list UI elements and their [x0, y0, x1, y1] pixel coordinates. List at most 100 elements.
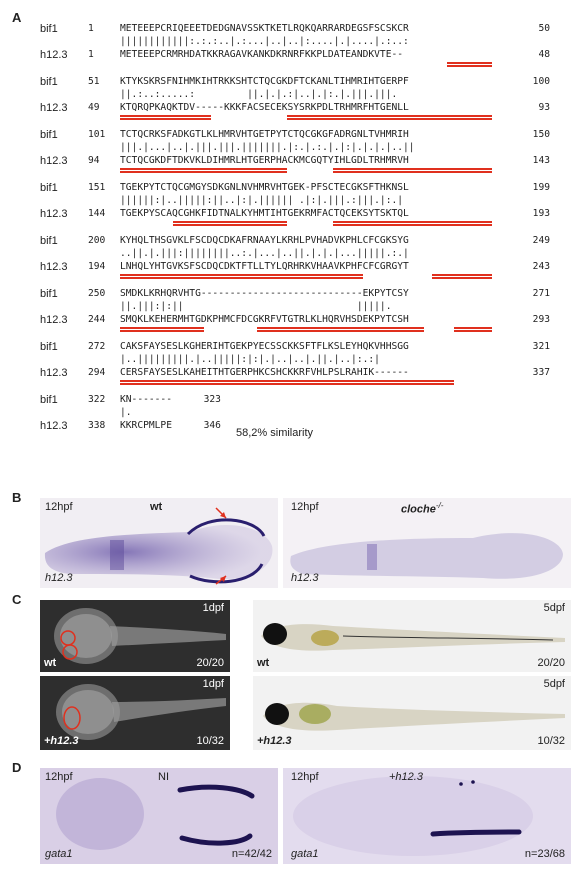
- start-position: 244: [88, 314, 106, 325]
- start-position: 294: [88, 367, 106, 378]
- zinc-finger-underline: [120, 118, 212, 120]
- sequence-text: ||||||:|..|||||:||..|:|.|||||| .|:|.|||.…: [120, 195, 404, 206]
- end-position: 93: [538, 102, 550, 113]
- c-bl-cond: +h12.3: [44, 735, 79, 747]
- zinc-finger-underline: [211, 277, 364, 279]
- c-tr-cond: wt: [257, 657, 270, 669]
- end-position: 346: [203, 420, 221, 431]
- zinc-finger-underline: [120, 171, 288, 173]
- zinc-finger-underline: [120, 383, 455, 385]
- start-position: 151: [88, 182, 106, 193]
- zinc-finger-underline: [332, 168, 493, 170]
- ni-gata1-stain: [56, 778, 255, 850]
- start-position: 200: [88, 235, 106, 246]
- d-left-cond: NI: [158, 771, 169, 783]
- b-right-genotype: cloche-/-: [401, 501, 444, 516]
- sequence-text: TGEKPYTCTQCGMGYSDKGNLNVHMRVHTGEK-PFSCTEC…: [120, 182, 409, 193]
- end-position: 271: [532, 288, 550, 299]
- end-position: 243: [532, 261, 550, 272]
- zinc-finger-underline: [173, 224, 288, 226]
- sequence-name: bif1: [40, 23, 58, 35]
- sequence-text: SMDKLKRHQRVHTG--------------------------…: [120, 288, 409, 299]
- zinc-finger-underline: [454, 330, 493, 332]
- end-position: 199: [532, 182, 550, 193]
- c-tl-stage: 1dpf: [202, 602, 224, 614]
- h12-gata1-stain: [293, 776, 533, 856]
- sequence-name: h12.3: [40, 208, 68, 220]
- b-left-probe: h12.3: [45, 572, 73, 584]
- d-right-cond: +h12.3: [389, 771, 423, 783]
- c-br-count: 10/32: [537, 735, 565, 747]
- sequence-name: h12.3: [40, 155, 68, 167]
- zinc-finger-underline: [287, 115, 493, 117]
- c-bl-stage: 1dpf: [202, 678, 224, 690]
- sequence-name: h12.3: [40, 420, 68, 432]
- zinc-finger-underline: [287, 118, 493, 120]
- zinc-finger-underline: [120, 380, 455, 382]
- start-position: 250: [88, 288, 106, 299]
- sequence-text: KTYKSKRSFNIHMKIHTRKKSHTCTQCGKDFTCKANLTIH…: [120, 76, 409, 87]
- d-left-probe: gata1: [45, 848, 73, 860]
- zinc-finger-underline: [173, 221, 288, 223]
- sequence-text: TCTQCRKSFADKGTLKLHMRVHTGETPYTCTQCGKGFADR…: [120, 129, 409, 140]
- sequence-text: ||.|||:|:|| |||||.: [120, 301, 392, 312]
- sequence-name: bif1: [40, 182, 58, 194]
- d-right-count: n=23/68: [524, 848, 565, 860]
- sequence-text: |.: [120, 407, 132, 418]
- zinc-finger-underline: [431, 274, 493, 276]
- end-position: 100: [532, 76, 550, 87]
- c-tr-count: 20/20: [537, 657, 565, 669]
- zinc-finger-underline: [120, 274, 212, 276]
- sequence-text: CAKSFAYSESLKGHERIHTGEKPYECSSCKKSFTFLKSLE…: [120, 341, 409, 352]
- zinc-finger-underline: [332, 221, 493, 223]
- d-left-count: n=42/42: [231, 848, 272, 860]
- zinc-finger-underline: [120, 277, 212, 279]
- end-position: 143: [532, 155, 550, 166]
- b-right-probe: h12.3: [291, 572, 319, 584]
- panel-c-wt-5dpf-image: 5dpf wt 20/20: [253, 600, 571, 672]
- start-position: 322: [88, 394, 106, 405]
- zinc-finger-underline: [431, 277, 493, 279]
- start-position: 101: [88, 129, 106, 140]
- sequence-text: TCTQCGKDFTDKVKLDIHMRLHTGERPHACKMCGQTYIHL…: [120, 155, 409, 166]
- end-position: 48: [538, 49, 550, 60]
- zinc-finger-underline: [120, 330, 204, 332]
- sequence-text: ||||||||||||:.:.:..|.:...|..|..|:....|.|…: [120, 36, 409, 47]
- sequence-name: bif1: [40, 76, 58, 88]
- sequence-name: bif1: [40, 129, 58, 141]
- panel-d-letter: D: [12, 760, 22, 775]
- zinc-finger-underline: [120, 115, 212, 117]
- d-right-probe: gata1: [291, 848, 319, 860]
- sequence-name: h12.3: [40, 261, 68, 273]
- start-position: 51: [88, 76, 100, 87]
- c-tr-stage: 5dpf: [543, 602, 565, 614]
- similarity-label: 58,2% similarity: [236, 427, 314, 439]
- d-right-stage: 12hpf: [291, 771, 319, 783]
- panel-c-h12-5dpf-image: 5dpf +h12.3 10/32: [253, 676, 571, 750]
- sequence-text: METEEEPCRMRHDATKKRAGAVKANKDKRNRFKKPLDATE…: [120, 49, 404, 60]
- h12-5dpf-larva: [263, 702, 565, 731]
- sequence-text: TGEKPYSCAQCGHKFIDTNALKYHMTIHTGEKRMFACTQC…: [120, 208, 409, 219]
- start-position: 1: [88, 49, 94, 60]
- sequence-text: |||.|...|..|.|||.|||.|||||||.|:.|.:.|.|:…: [120, 142, 415, 153]
- panel-d-h12-image: 12hpf +h12.3 gata1 n=23/68: [283, 768, 571, 864]
- start-position: 49: [88, 102, 100, 113]
- panel-b-cloche-image: 12hpf cloche-/- h12.3: [283, 498, 571, 588]
- end-position: 323: [203, 394, 221, 405]
- sequence-text: KYHQLTHSGVKLFSCDQCDKAFRNAAYLKRHLPVHADVKP…: [120, 235, 409, 246]
- zinc-finger-underline: [256, 327, 424, 329]
- start-position: 1: [88, 23, 94, 34]
- sequence-text: KTQRQPKAQKTDV-----KKKFACSECEKSYSRKPDLTRH…: [120, 102, 409, 113]
- b-left-genotype: wt: [150, 501, 163, 513]
- cloche-embryo-stain: [290, 533, 563, 579]
- panel-d-ni-image: 12hpf NI gata1 n=42/42: [40, 768, 278, 864]
- sequence-text: CERSFAYSESLKAHEITHTGERPHKCSHCKKRFVHLPSLR…: [120, 367, 409, 378]
- end-position: 193: [532, 208, 550, 219]
- sequence-name: h12.3: [40, 49, 68, 61]
- start-position: 272: [88, 341, 106, 352]
